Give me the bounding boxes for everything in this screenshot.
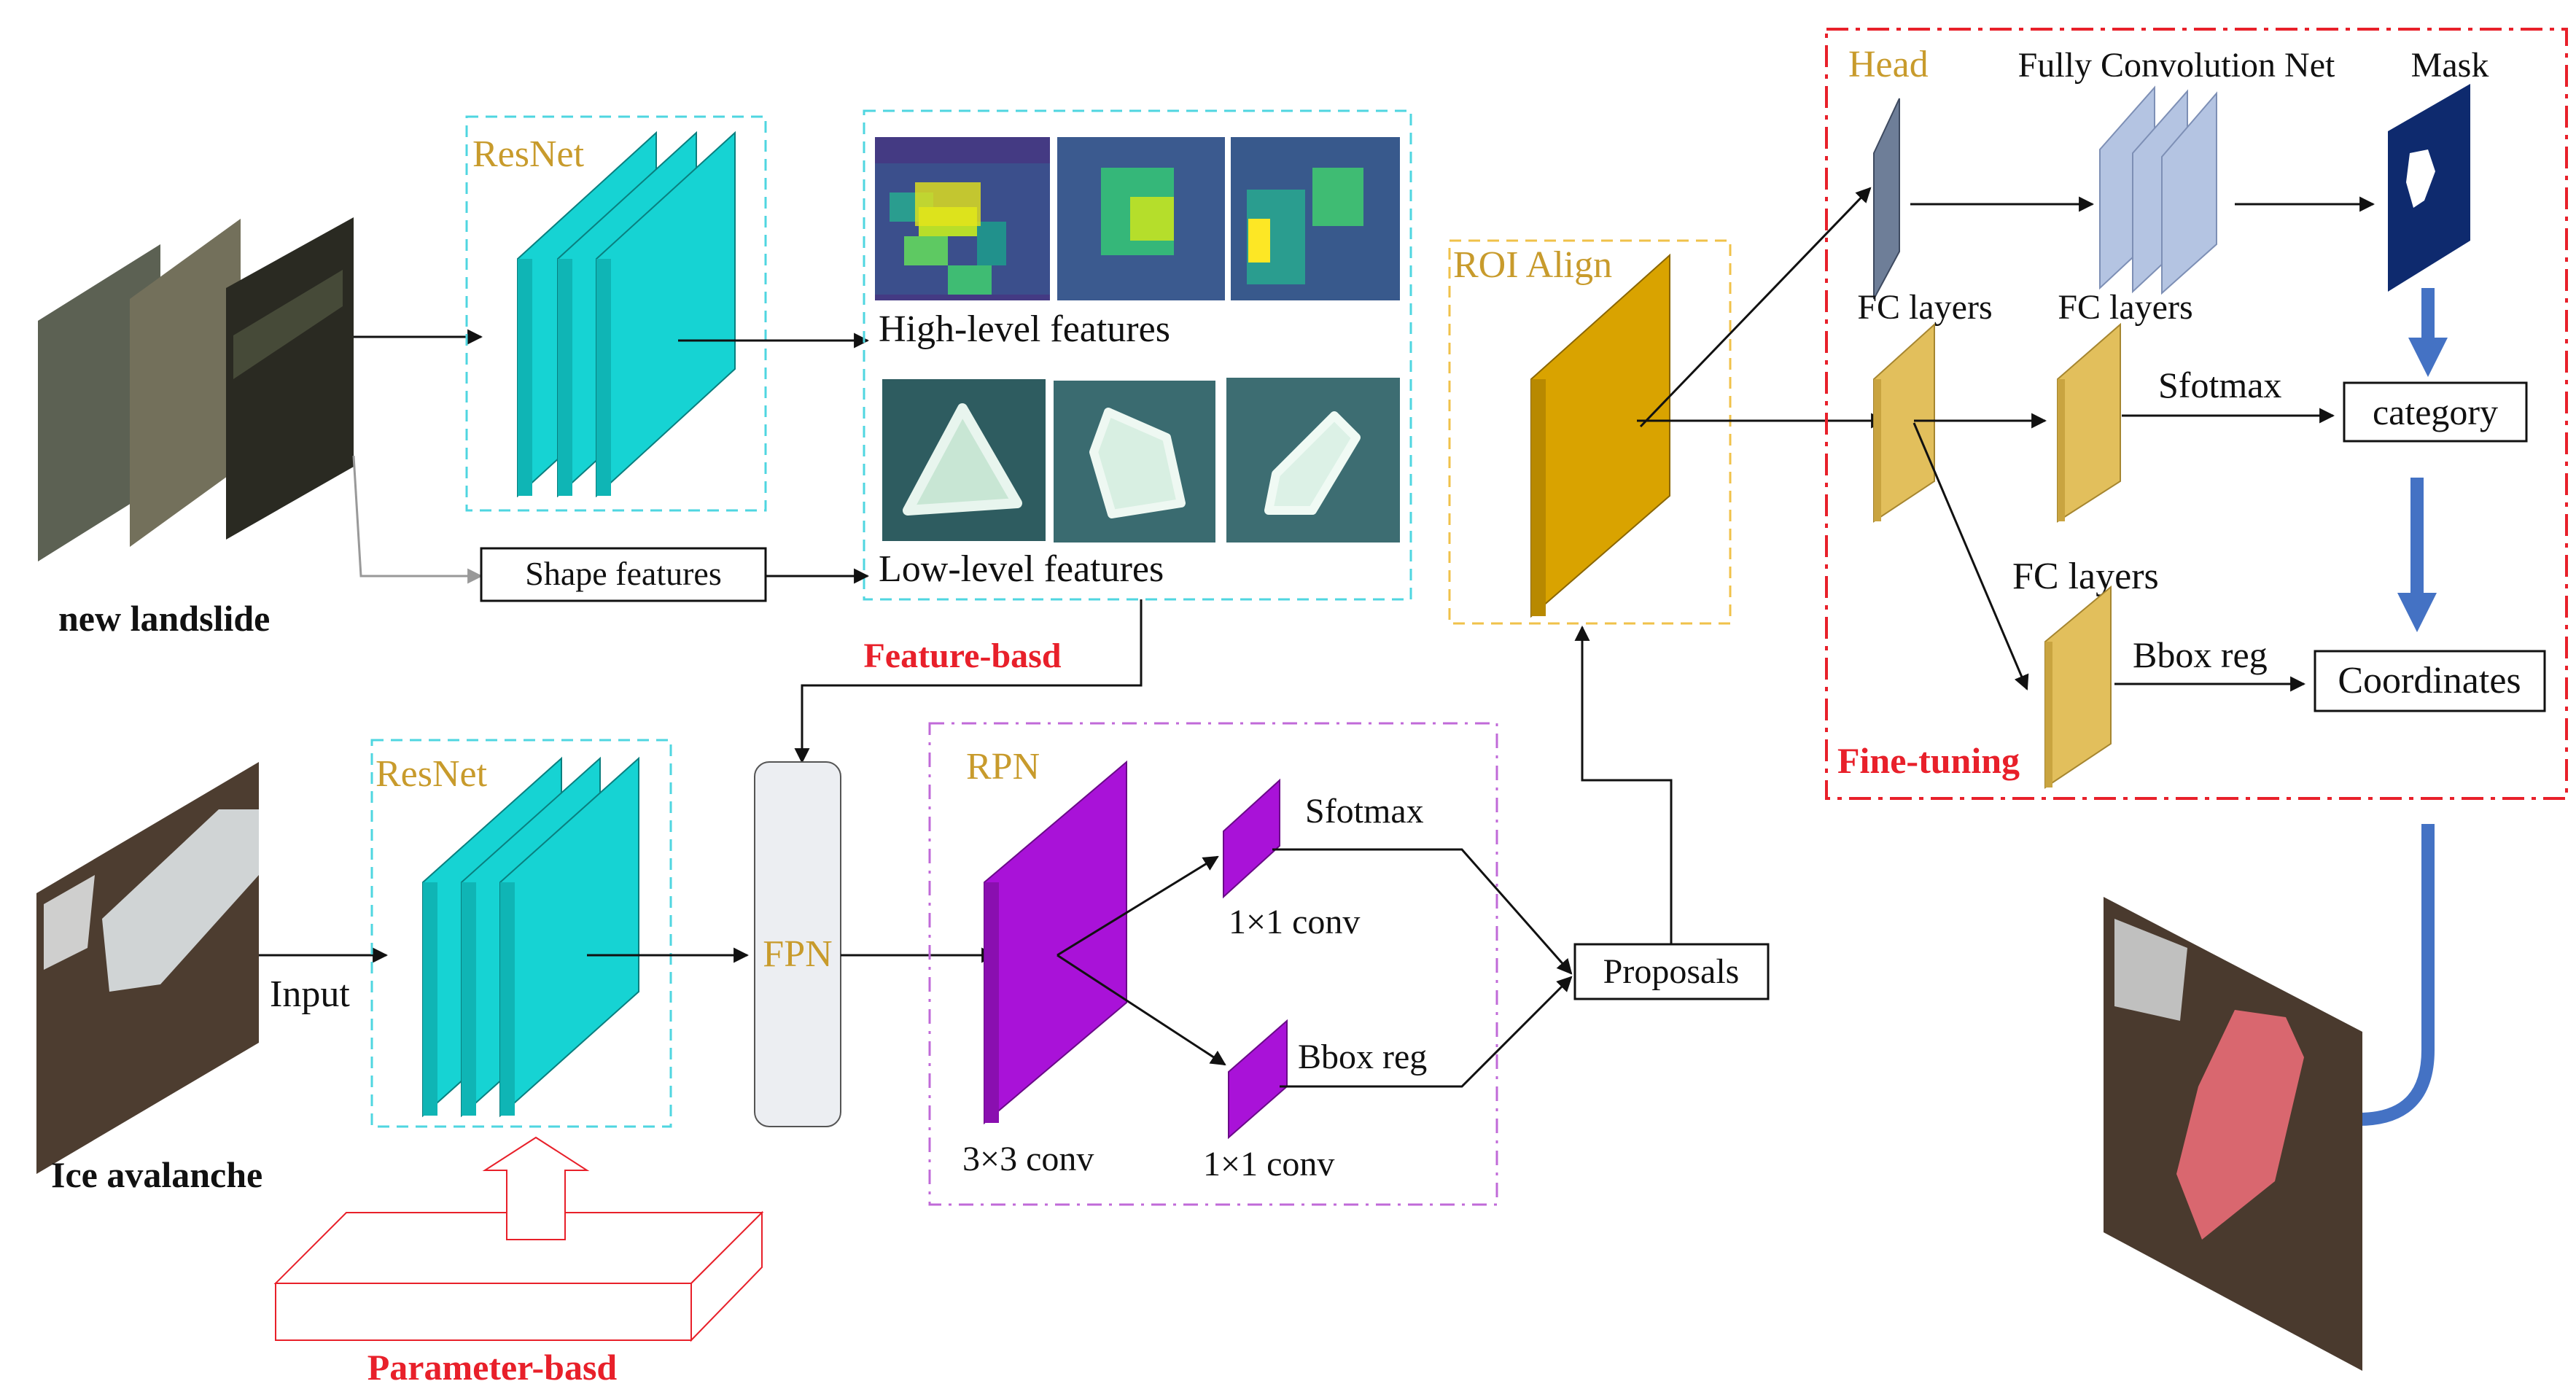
softmax-rpn-label: Sfotmax: [1305, 792, 1424, 831]
resnet-top-box: [465, 115, 767, 512]
input-label: Input: [270, 973, 350, 1015]
roi-align-layer: [1530, 253, 1670, 618]
fc-layer-b: [2057, 322, 2121, 523]
conv3x3-label: 3×3 conv: [962, 1140, 1094, 1178]
arrow-softmax-to-proposals: [1272, 848, 1573, 975]
arrow-rpn-to-bbox: [1057, 954, 1226, 1066]
resnet-top-layers: [517, 131, 736, 498]
output-detection-image: [2104, 897, 2362, 1371]
fc-layers-label-1: FC layers: [1857, 288, 1992, 327]
shape-features-box: [480, 547, 767, 602]
parameter-based-slab: [273, 1210, 764, 1342]
softmax-head-label: Sfotmax: [2158, 365, 2281, 405]
low-level-feature-maps: [882, 378, 1400, 542]
fcn-layers: [2099, 85, 2217, 295]
head-fc-layer: [1873, 98, 1900, 300]
head-label: Head: [1848, 44, 1929, 85]
bbox-reg-rpn-label: Bbox reg: [1298, 1038, 1427, 1076]
fine-tuning-box: [1825, 28, 2568, 800]
rpn-conv-layer: [984, 760, 1127, 1125]
softmax-conv-layer: [1223, 778, 1280, 899]
landslide-image-stack: [38, 217, 354, 561]
conv1x1-b-label: 1×1 conv: [1203, 1145, 1334, 1183]
fc-layer-c: [2044, 585, 2112, 789]
fc-layers-label-2: FC layers: [2058, 288, 2192, 327]
roi-align-label: ROI Align: [1453, 244, 1612, 286]
ice-avalanche-label: Ice avalanche: [51, 1154, 262, 1195]
fc-layers-label-3: FC layers: [2012, 556, 2159, 597]
proposals-box: [1573, 943, 1770, 1000]
roi-align-box: [1448, 239, 1732, 625]
resnet-bottom-label: ResNet: [375, 753, 488, 795]
parameter-based-up-arrow: [482, 1136, 590, 1240]
category-label: category: [2373, 392, 2498, 432]
arrow-bbox-to-proposals: [1280, 976, 1573, 1088]
blue-arrow-to-output: [2299, 824, 2435, 1139]
bbox-conv-layer: [1228, 1019, 1288, 1140]
conv1x1-a-label: 1×1 conv: [1229, 903, 1360, 941]
rpn-label: RPN: [966, 746, 1040, 788]
arrow-fc-a-to-fc-c: [1912, 422, 2029, 691]
shape-features-label: Shape features: [525, 555, 722, 592]
resnet-bottom-box: [370, 739, 672, 1128]
arrow-features-to-fpn: [794, 599, 1143, 764]
coordinates-box: [2314, 650, 2546, 712]
high-level-feature-maps: [875, 137, 1400, 300]
fcn-label: Fully Convolution Net: [2018, 46, 2335, 85]
coordinates-label: Coordinates: [2338, 660, 2521, 701]
parameter-based-label: Parameter-basd: [367, 1347, 618, 1388]
mask-image: [2388, 84, 2470, 292]
proposals-label: Proposals: [1603, 952, 1740, 991]
rpn-box: [928, 722, 1498, 1206]
feature-based-label: Feature-basd: [863, 637, 1061, 675]
low-level-label: Low-level features: [879, 548, 1164, 590]
fc-layer-a: [1873, 322, 1935, 523]
fpn-label: FPN: [763, 933, 832, 975]
high-level-label: High-level features: [879, 308, 1170, 350]
resnet-bottom-layers: [422, 756, 639, 1118]
features-box: [863, 109, 1412, 601]
arrow-rpn-to-softmax: [1057, 855, 1219, 957]
fpn-block: [754, 761, 841, 1127]
fine-tuning-label: Fine-tuning: [1837, 740, 2020, 781]
arrow-roi-to-head: [1639, 187, 1872, 428]
bbox-reg-head-label: Bbox reg: [2133, 634, 2268, 675]
arrow-landslide-to-shape: [352, 455, 483, 584]
resnet-top-label: ResNet: [472, 133, 585, 175]
new-landslide-label: new landslide: [58, 598, 270, 639]
category-box: [2343, 381, 2528, 443]
arrow-proposals-to-roi: [1574, 625, 1673, 944]
ice-avalanche-image: [36, 762, 259, 1174]
mask-label: Mask: [2411, 46, 2489, 85]
